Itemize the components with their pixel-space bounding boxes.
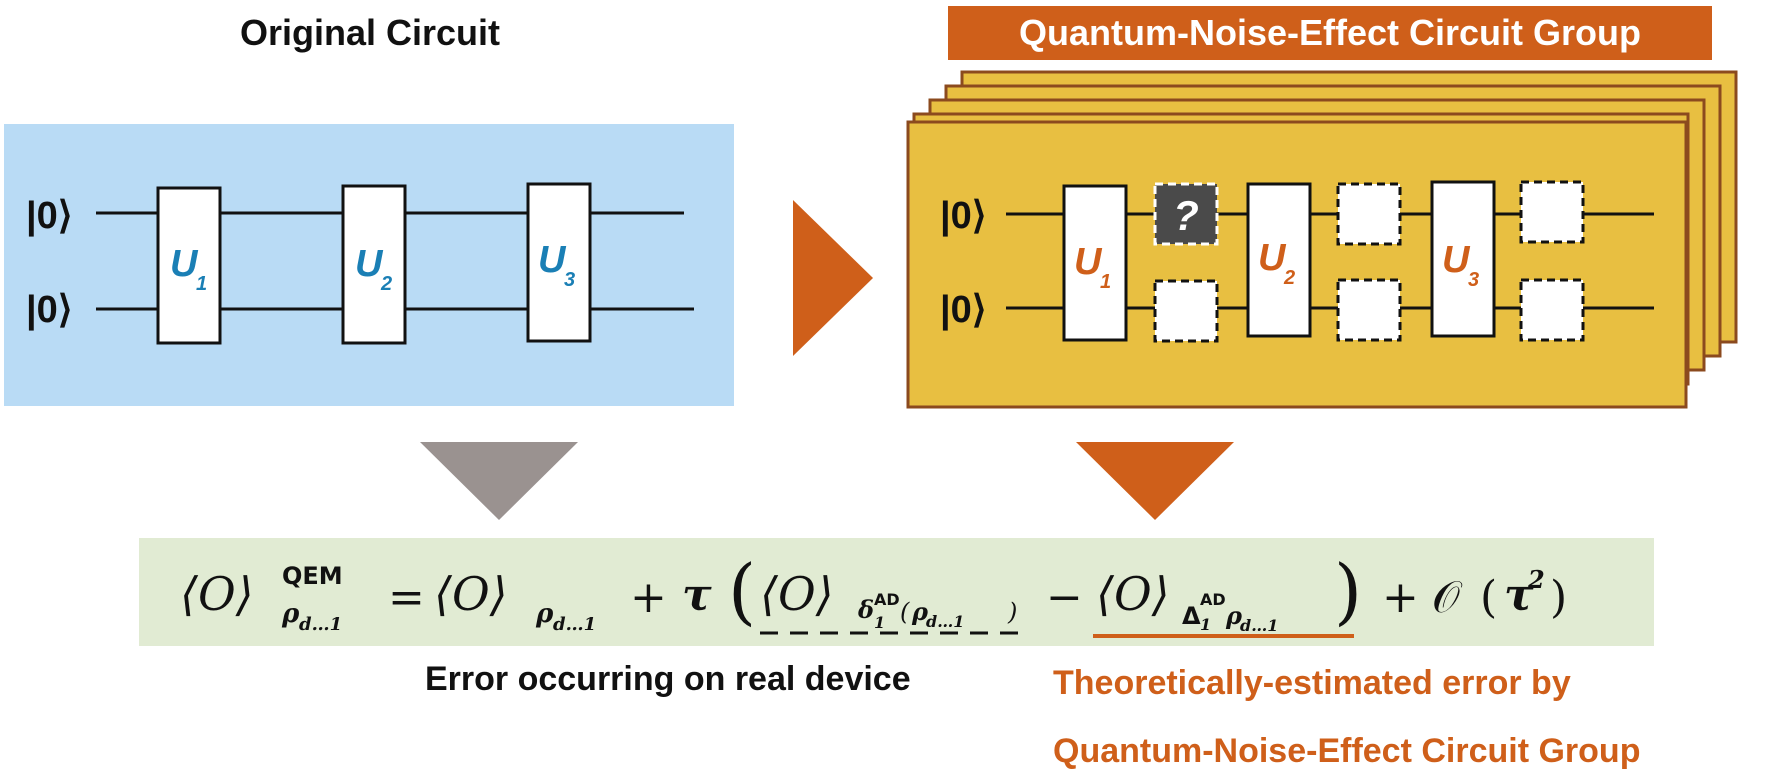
- theory-error-label-line2: Quantum-Noise-Effect Circuit Group: [1053, 732, 1641, 770]
- group-qubit-label-top: |0⟩: [940, 195, 987, 237]
- qubit-label-top: |0⟩: [26, 195, 73, 237]
- theory-error-label-line1: Theoretically-estimated error by: [1053, 664, 1571, 702]
- formula-square: 2: [1527, 565, 1545, 594]
- formula-o-open: (: [1480, 572, 1497, 623]
- formula-delta-big-ad: AD: [1200, 590, 1226, 609]
- original-circuit-title: Original Circuit: [240, 12, 501, 53]
- formula-lhs-rho-sub: d…1: [299, 614, 342, 635]
- formula-term2: ⟨O⟩: [760, 567, 834, 621]
- arrow-right: [793, 200, 873, 356]
- gate-u1-label: U: [170, 243, 199, 285]
- group-gate-u2: U 2: [1246, 182, 1312, 338]
- formula-small-open: (: [900, 598, 910, 626]
- formula-tau: τ: [682, 570, 712, 621]
- formula-plus-1: +: [630, 572, 667, 623]
- formula-equals: =: [388, 572, 425, 623]
- formula-panel: [139, 538, 1654, 646]
- formula-term3-rho: ρ: [1225, 601, 1243, 630]
- gate-u1-sub: 1: [196, 273, 207, 295]
- formula-delta-small-sub: 1: [874, 613, 885, 632]
- noise-box: [1519, 278, 1585, 342]
- gate-u1: U 1: [156, 186, 222, 345]
- formula-term2-rho-sub: d…1: [926, 612, 964, 631]
- formula-term1-rho-sub: d…1: [553, 614, 596, 635]
- gate-u3-sub: 3: [564, 269, 575, 291]
- formula-lhs-sup: QEM: [282, 562, 343, 590]
- formula-small-close: ): [1007, 598, 1017, 626]
- noise-box: [1336, 182, 1402, 246]
- question-mark-icon: ?: [1173, 192, 1199, 239]
- arrow-down-gray: [420, 442, 578, 520]
- group-gate-u1-label: U: [1074, 241, 1103, 283]
- formula-term1: ⟨O⟩: [434, 567, 508, 621]
- gate-u2: U 2: [341, 184, 407, 345]
- group-title-banner: Quantum-Noise-Effect Circuit Group: [948, 6, 1712, 60]
- formula-delta-small-ad: AD: [874, 590, 900, 609]
- gate-u3: U 3: [526, 182, 592, 343]
- formula-term2-rho: ρ: [911, 597, 929, 626]
- formula-open-paren: (: [728, 549, 756, 633]
- noise-placeholders: [1153, 180, 1585, 343]
- gate-u2-sub: 2: [380, 273, 392, 295]
- group-gate-u2-label: U: [1258, 237, 1287, 279]
- group-gate-u1: U 1: [1062, 184, 1128, 342]
- gate-u2-label: U: [355, 243, 384, 285]
- noise-box: [1336, 278, 1402, 342]
- noise-box: [1519, 180, 1585, 244]
- group-card-stack: [906, 70, 1738, 409]
- formula-o-close: ): [1550, 572, 1567, 623]
- formula-delta-small: δ: [857, 595, 874, 624]
- formula-delta-big-sub: 1: [1200, 615, 1211, 634]
- formula-term3: ⟨O⟩: [1096, 567, 1170, 621]
- formula: ⟨O⟩ QEM ρ d…1 = ⟨O⟩ ρ d…1 + τ ( ⟨O⟩ δ AD…: [180, 549, 1567, 635]
- formula-term1-rho: ρ: [535, 599, 554, 629]
- unknown-noise-gate: ?: [1153, 182, 1219, 246]
- formula-lhs-rho: ρ: [281, 599, 300, 629]
- formula-big-o: 𝒪: [1432, 572, 1463, 623]
- formula-lhs: ⟨O⟩: [180, 567, 254, 621]
- gate-u3-label: U: [538, 239, 567, 281]
- group-gate-u3-sub: 3: [1468, 269, 1479, 291]
- group-title: Quantum-Noise-Effect Circuit Group: [1018, 12, 1642, 53]
- formula-term3-rho-sub: d…1: [1240, 616, 1278, 635]
- group-gate-u3: U 3: [1430, 180, 1496, 338]
- formula-plus-2: +: [1382, 572, 1419, 623]
- formula-tau-2: τ: [1504, 570, 1534, 621]
- formula-minus: −: [1046, 572, 1083, 623]
- noise-box: [1153, 279, 1219, 343]
- group-qubit-label-bottom: |0⟩: [940, 289, 987, 331]
- group-gate-u1-sub: 1: [1100, 271, 1111, 293]
- qubit-label-bottom: |0⟩: [26, 289, 73, 331]
- real-error-label: Error occurring on real device: [425, 660, 911, 698]
- arrow-down-orange: [1076, 442, 1234, 520]
- group-gate-u3-label: U: [1442, 239, 1471, 281]
- group-gate-u2-sub: 2: [1283, 267, 1295, 289]
- formula-delta-big: Δ: [1182, 602, 1201, 630]
- formula-close-paren: ): [1334, 549, 1362, 633]
